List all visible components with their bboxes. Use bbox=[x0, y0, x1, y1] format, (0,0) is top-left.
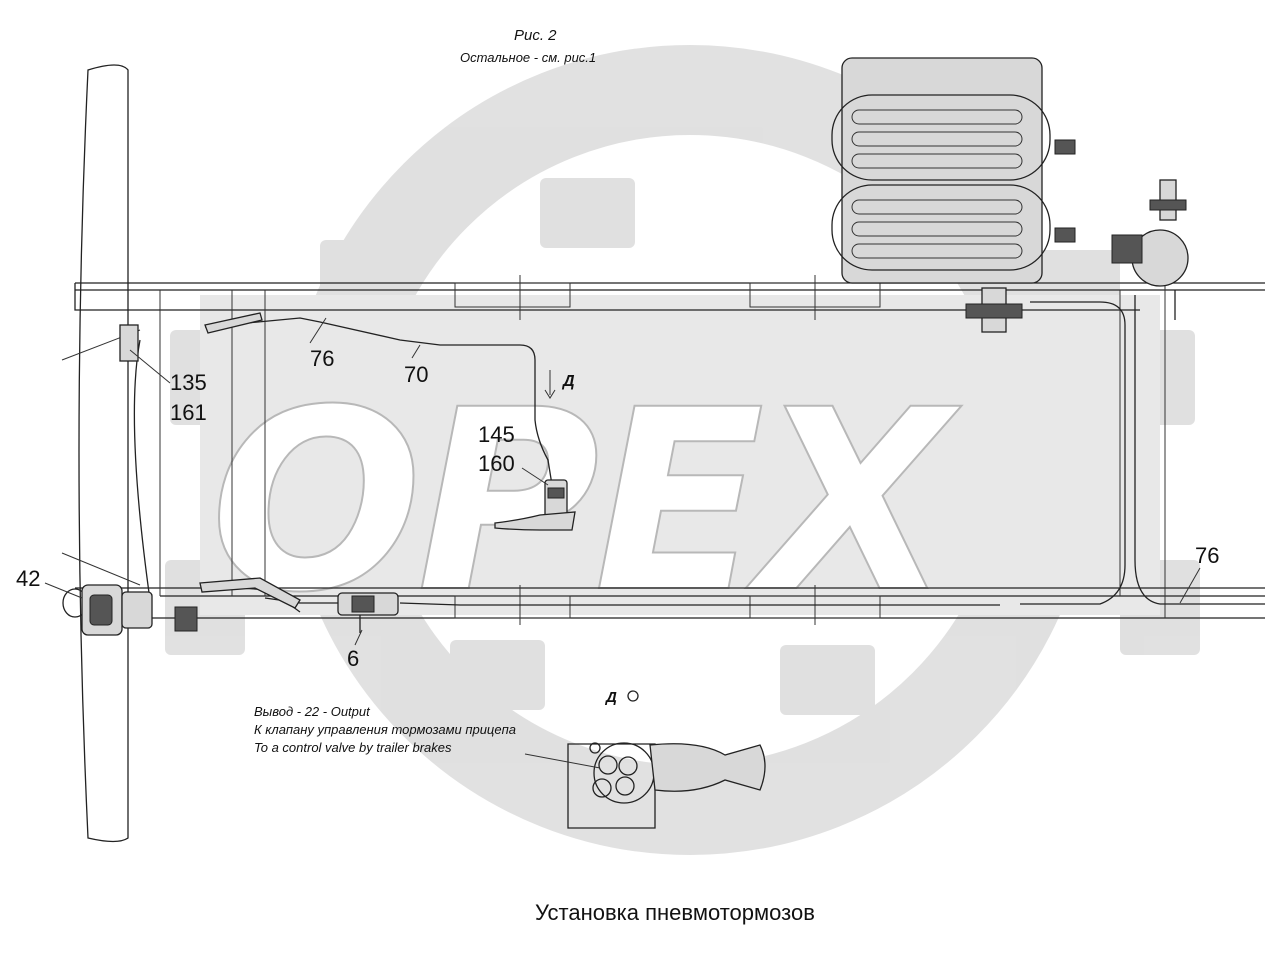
callout-145: 145 bbox=[478, 422, 515, 447]
detail-view-label: Д bbox=[604, 689, 617, 706]
air-lines bbox=[133, 290, 1265, 613]
leader-lines bbox=[44, 317, 1201, 646]
callout-6: 6 bbox=[347, 646, 359, 671]
parking-brake-crane bbox=[494, 479, 576, 531]
diagram-caption: Установка пневмотормозов bbox=[535, 900, 815, 925]
callout-76-right: 76 bbox=[1195, 543, 1219, 568]
callout-135: 135 bbox=[170, 370, 207, 395]
detail-view-d bbox=[524, 690, 766, 829]
callout-42: 42 bbox=[16, 566, 40, 591]
callout-160: 160 bbox=[478, 451, 515, 476]
valve-6 bbox=[337, 592, 399, 633]
callout-70: 70 bbox=[404, 362, 428, 387]
figure-label: Рис. 2 bbox=[514, 27, 557, 44]
auxiliary-receiver bbox=[965, 179, 1189, 333]
front-brake-hoses bbox=[119, 312, 301, 609]
detail-en-text: To a control valve by trailer brakes bbox=[254, 740, 452, 755]
front-bumper-outline bbox=[78, 64, 129, 843]
air-receiver-tanks bbox=[831, 57, 1076, 284]
front-valve-assembly bbox=[62, 584, 198, 636]
callout-76-top: 76 bbox=[310, 346, 334, 371]
figure-note: Остальное - см. рис.1 bbox=[460, 50, 596, 65]
view-d-marker: Д bbox=[561, 373, 575, 390]
callout-161: 161 bbox=[170, 400, 207, 425]
watermark-text: OPEX bbox=[210, 356, 962, 647]
detail-output-text: Вывод - 22 - Output bbox=[254, 704, 371, 719]
detail-ru-text: К клапану управления тормозами прицепа bbox=[254, 722, 516, 737]
